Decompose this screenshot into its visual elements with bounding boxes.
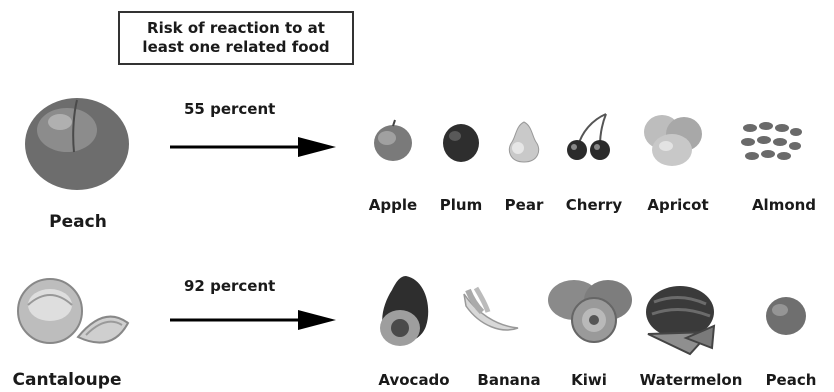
almond-icon — [740, 118, 804, 168]
title-box: Risk of reaction to at least one related… — [118, 11, 354, 65]
arrow-icon — [170, 309, 340, 331]
peach-small-icon — [763, 292, 809, 338]
plum-icon — [440, 120, 482, 164]
avocado-icon — [370, 272, 436, 352]
kiwi-icon — [544, 274, 636, 344]
related-label-cherry: Cherry — [558, 196, 630, 214]
apricot-icon — [640, 110, 706, 168]
watermelon-icon — [640, 282, 718, 356]
cantaloupe-source-icon — [8, 275, 132, 355]
related-label-banana: Banana — [470, 371, 548, 389]
cherry-icon — [562, 112, 618, 162]
related-label-almond: Almond — [742, 196, 826, 214]
related-label-pear: Pear — [498, 196, 550, 214]
arrow-icon — [170, 136, 340, 158]
banana-icon — [458, 282, 524, 340]
related-label-apricot: Apricot — [643, 196, 713, 214]
related-label-avocado: Avocado — [368, 371, 460, 389]
related-label-plum: Plum — [432, 196, 490, 214]
related-label-peach: Peach — [758, 371, 824, 389]
related-label-kiwi: Kiwi — [568, 371, 610, 389]
related-label-watermelon: Watermelon — [632, 371, 750, 389]
peach-source-icon — [22, 92, 132, 192]
percent-label-cantaloupe: 92 percent — [184, 277, 275, 295]
pear-icon — [502, 118, 546, 164]
title-line-1: Risk of reaction to at — [120, 19, 352, 38]
source-label-cantaloupe: Cantaloupe — [2, 370, 132, 390]
related-label-apple: Apple — [363, 196, 423, 214]
percent-label-peach: 55 percent — [184, 100, 275, 118]
title-line-2: least one related food — [120, 38, 352, 57]
source-label-peach: Peach — [28, 212, 128, 232]
apple-icon — [370, 118, 416, 164]
